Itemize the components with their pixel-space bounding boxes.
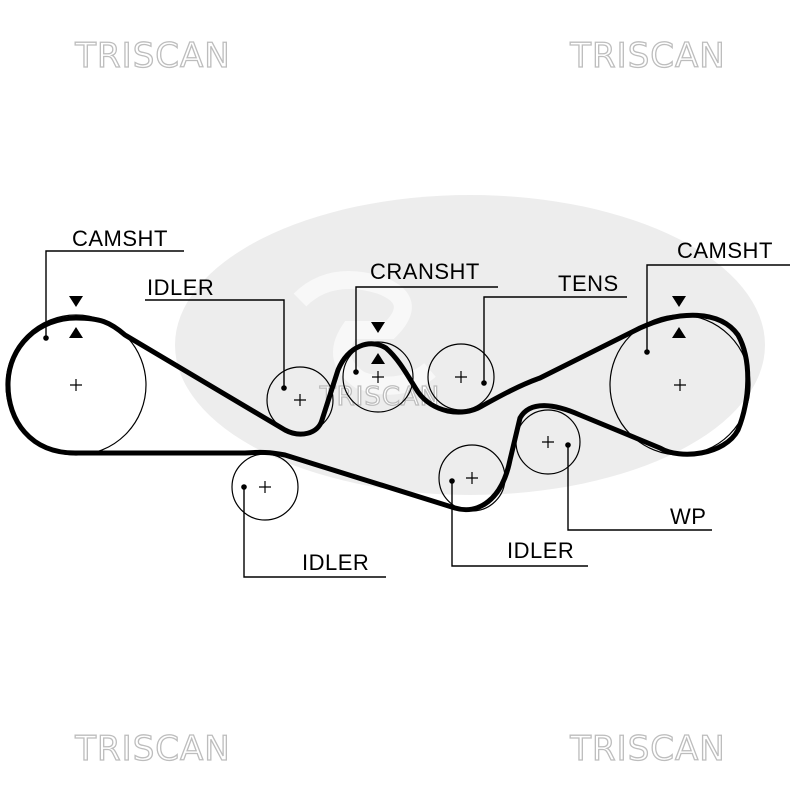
leader-camshaft-right <box>646 264 790 352</box>
label-crankshaft: CRANSHT <box>370 259 480 284</box>
timing-mark-arrow-icon <box>371 322 385 333</box>
watermark-bottom-left: TRISCAN <box>74 729 230 769</box>
leader-idler-top <box>145 299 285 388</box>
leader-camshaft-left <box>45 250 184 338</box>
label-idler-bottom-right: IDLER <box>507 538 574 563</box>
dot-camshaft-left <box>43 335 49 341</box>
cross-idler-bottom-left <box>259 481 271 493</box>
timing-mark-arrow-icon <box>371 353 385 364</box>
cross-water-pump <box>542 436 554 448</box>
dot-crankshaft <box>353 369 359 375</box>
cross-camshaft-left <box>70 379 82 391</box>
center-crosses <box>70 371 686 493</box>
watermark-top-right: TRISCAN <box>569 36 725 76</box>
timing-mark-arrow-icon <box>69 296 83 307</box>
dot-tensioner <box>481 380 487 386</box>
cross-idler-top <box>294 394 306 406</box>
label-camshaft-right: CAMSHT <box>677 238 773 263</box>
label-idler-bottom-left: IDLER <box>302 550 369 575</box>
label-tensioner: TENS <box>558 271 619 296</box>
leader-lines <box>45 250 790 578</box>
timing-mark-arrow-icon <box>69 327 83 338</box>
watermark-bottom-right: TRISCAN <box>569 729 725 769</box>
dot-camshaft-right <box>644 349 650 355</box>
logo-swash <box>293 271 436 395</box>
timing-mark-arrow-icon <box>672 327 686 338</box>
label-water-pump: WP <box>670 504 706 529</box>
leader-water-pump <box>567 445 712 531</box>
timing-belt <box>5 312 751 513</box>
cross-camshaft-right <box>674 379 686 391</box>
label-idler-top: IDLER <box>147 275 214 300</box>
cross-idler-bottom-right <box>466 472 478 484</box>
leader-tensioner <box>483 296 627 383</box>
cross-tensioner <box>455 371 467 383</box>
leader-crankshaft <box>355 286 498 372</box>
cross-crankshaft <box>372 371 384 383</box>
dot-water-pump <box>565 442 571 448</box>
timing-marks <box>69 296 686 364</box>
dot-idler-bottom-left <box>241 484 247 490</box>
dot-idler-bottom-right <box>449 478 455 484</box>
timing-mark-arrow-icon <box>672 296 686 307</box>
dot-idler-top <box>281 385 287 391</box>
watermark-top-left: TRISCAN <box>74 36 230 76</box>
leader-dots <box>43 335 650 490</box>
label-camshaft-left: CAMSHT <box>72 226 168 251</box>
leader-idler-bottom-left <box>243 487 386 578</box>
leader-idler-bottom-right <box>451 481 588 567</box>
